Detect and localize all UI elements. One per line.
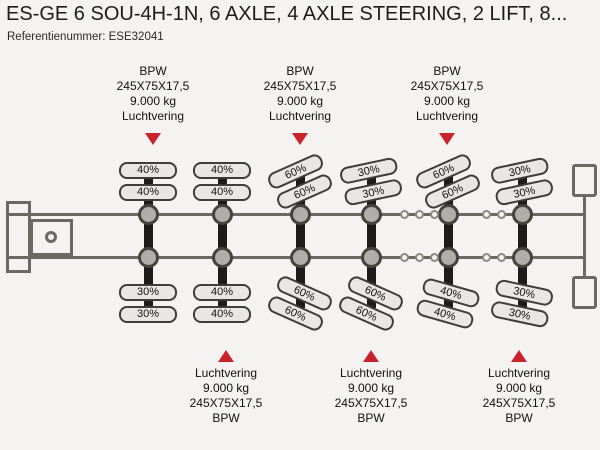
suspension-label: Luchtvering bbox=[121, 109, 185, 123]
frame-hole bbox=[496, 210, 506, 219]
axle-3-hub-top bbox=[289, 204, 311, 225]
axle-1-bottom-tyre-2: 30% bbox=[119, 305, 177, 323]
brand-label: BPW bbox=[286, 64, 314, 78]
axle-1-beam bbox=[143, 170, 153, 308]
axle-1-bottom-tyre-1: 30% bbox=[119, 283, 177, 301]
capacity-label: 9.000 kg bbox=[276, 94, 324, 108]
axle-6-hub-top bbox=[511, 204, 533, 225]
axle-4-top-wheelset: 30%30% bbox=[338, 155, 404, 207]
axle-5-bottom-wheelset: 40%40% bbox=[414, 276, 482, 330]
axle-4-beam bbox=[366, 170, 376, 308]
brand-label: BPW bbox=[212, 411, 240, 425]
frame-hole bbox=[429, 253, 439, 262]
capacity-label: 9.000 kg bbox=[347, 381, 395, 395]
red-arrow-down-icon bbox=[145, 133, 161, 145]
axle-5-hub-top bbox=[437, 204, 459, 225]
frame-hole bbox=[399, 210, 409, 219]
axle-5-top-wheelset: 60%60% bbox=[413, 151, 483, 211]
brand-label: BPW bbox=[357, 411, 385, 425]
suspension-label: Luchtvering bbox=[194, 366, 258, 380]
page-title: ES-GE 6 SOU-4H-1N, 6 AXLE, 4 AXLE STEERI… bbox=[6, 3, 568, 25]
axle-spec-annotation-top-3: BPW 245X75X17,5 9.000 kg Luchtvering bbox=[389, 64, 505, 145]
capacity-label: 9.000 kg bbox=[423, 94, 471, 108]
axle-2-top-tyre-2: 40% bbox=[193, 183, 251, 201]
axle-1-hub-bottom bbox=[137, 247, 159, 268]
axle-5-beam bbox=[443, 170, 453, 308]
axle-1-top-wheelset: 40%40% bbox=[119, 161, 177, 201]
axle-2-bottom-tyre-2: 40% bbox=[193, 305, 251, 323]
axle-4-hub-top bbox=[360, 204, 382, 225]
axle-spec-annotation-bottom-1: Luchtvering 9.000 kg 245X75X17,5 BPW bbox=[168, 350, 284, 426]
axle-4-bottom-wheelset: 60%60% bbox=[336, 273, 406, 333]
capacity-label: 9.000 kg bbox=[495, 381, 543, 395]
brand-label: BPW bbox=[139, 64, 167, 78]
red-arrow-up-icon bbox=[218, 350, 234, 362]
axle-2-top-wheelset: 40%40% bbox=[193, 161, 251, 201]
axle-spec-annotation-top-2: BPW 245X75X17,5 9.000 kg Luchtvering bbox=[242, 64, 358, 145]
tyre-size-label: 245X75X17,5 bbox=[116, 79, 190, 93]
axle-4-hub-bottom bbox=[360, 247, 382, 268]
suspension-label: Luchtvering bbox=[268, 109, 332, 123]
frame-hole bbox=[429, 210, 439, 219]
front-end-plate bbox=[6, 201, 31, 273]
axle-2-bottom-wheelset: 40%40% bbox=[193, 283, 251, 323]
axle-5-hub-bottom bbox=[437, 247, 459, 268]
frame-hole bbox=[414, 253, 424, 262]
frame-hole bbox=[481, 253, 491, 262]
reference-label: Referentienummer: bbox=[7, 31, 106, 43]
reference-value: ESE32041 bbox=[108, 31, 164, 43]
axle-3-bottom-wheelset: 60%60% bbox=[265, 273, 335, 333]
brand-label: BPW bbox=[433, 64, 461, 78]
axle-2-beam bbox=[217, 170, 227, 308]
axle-1-hub-top bbox=[137, 204, 159, 225]
red-arrow-up-icon bbox=[363, 350, 379, 362]
tyre-size-label: 245X75X17,5 bbox=[189, 396, 263, 410]
axle-3-top-wheelset: 60%60% bbox=[265, 151, 335, 211]
rear-bracket-bottom bbox=[572, 276, 597, 309]
frame-hole bbox=[481, 210, 491, 219]
reference-number: Referentienummer: ESE32041 bbox=[7, 31, 164, 43]
red-arrow-down-icon bbox=[439, 133, 455, 145]
axle-1-top-tyre-1: 40% bbox=[119, 161, 177, 179]
axle-1-top-tyre-2: 40% bbox=[119, 183, 177, 201]
capacity-label: 9.000 kg bbox=[202, 381, 250, 395]
rear-bracket-top bbox=[572, 164, 597, 197]
axle-spec-annotation-top-1: BPW 245X75X17,5 9.000 kg Luchtvering bbox=[95, 64, 211, 145]
suspension-label: Luchtvering bbox=[339, 366, 403, 380]
gooseneck-plate bbox=[30, 219, 73, 256]
axle-6-beam bbox=[517, 170, 527, 308]
brand-label: BPW bbox=[505, 411, 533, 425]
suspension-label: Luchtvering bbox=[487, 366, 551, 380]
suspension-label: Luchtvering bbox=[415, 109, 479, 123]
axle-2-bottom-tyre-1: 40% bbox=[193, 283, 251, 301]
axle-6-hub-bottom bbox=[511, 247, 533, 268]
axle-2-top-tyre-1: 40% bbox=[193, 161, 251, 179]
red-arrow-down-icon bbox=[292, 133, 308, 145]
axle-spec-annotation-bottom-3: Luchtvering 9.000 kg 245X75X17,5 BPW bbox=[461, 350, 577, 426]
red-arrow-up-icon bbox=[511, 350, 527, 362]
tyre-size-label: 245X75X17,5 bbox=[334, 396, 408, 410]
frame-hole bbox=[496, 253, 506, 262]
axle-2-hub-top bbox=[211, 204, 233, 225]
rear-crossbar bbox=[583, 196, 586, 277]
axle-spec-annotation-bottom-2: Luchtvering 9.000 kg 245X75X17,5 BPW bbox=[313, 350, 429, 426]
axle-1-bottom-wheelset: 30%30% bbox=[119, 283, 177, 323]
axle-3-hub-bottom bbox=[289, 247, 311, 268]
axle-2-hub-bottom bbox=[211, 247, 233, 268]
frame-hole bbox=[414, 210, 424, 219]
tyre-size-label: 245X75X17,5 bbox=[263, 79, 337, 93]
frame-hole bbox=[399, 253, 409, 262]
axle-6-top-wheelset: 30%30% bbox=[489, 155, 555, 207]
tyre-size-label: 245X75X17,5 bbox=[410, 79, 484, 93]
axle-3-beam bbox=[295, 170, 305, 308]
axle-6-bottom-wheelset: 30%30% bbox=[489, 277, 555, 329]
capacity-label: 9.000 kg bbox=[129, 94, 177, 108]
tyre-size-label: 245X75X17,5 bbox=[482, 396, 556, 410]
kingpin-hole bbox=[45, 231, 57, 243]
